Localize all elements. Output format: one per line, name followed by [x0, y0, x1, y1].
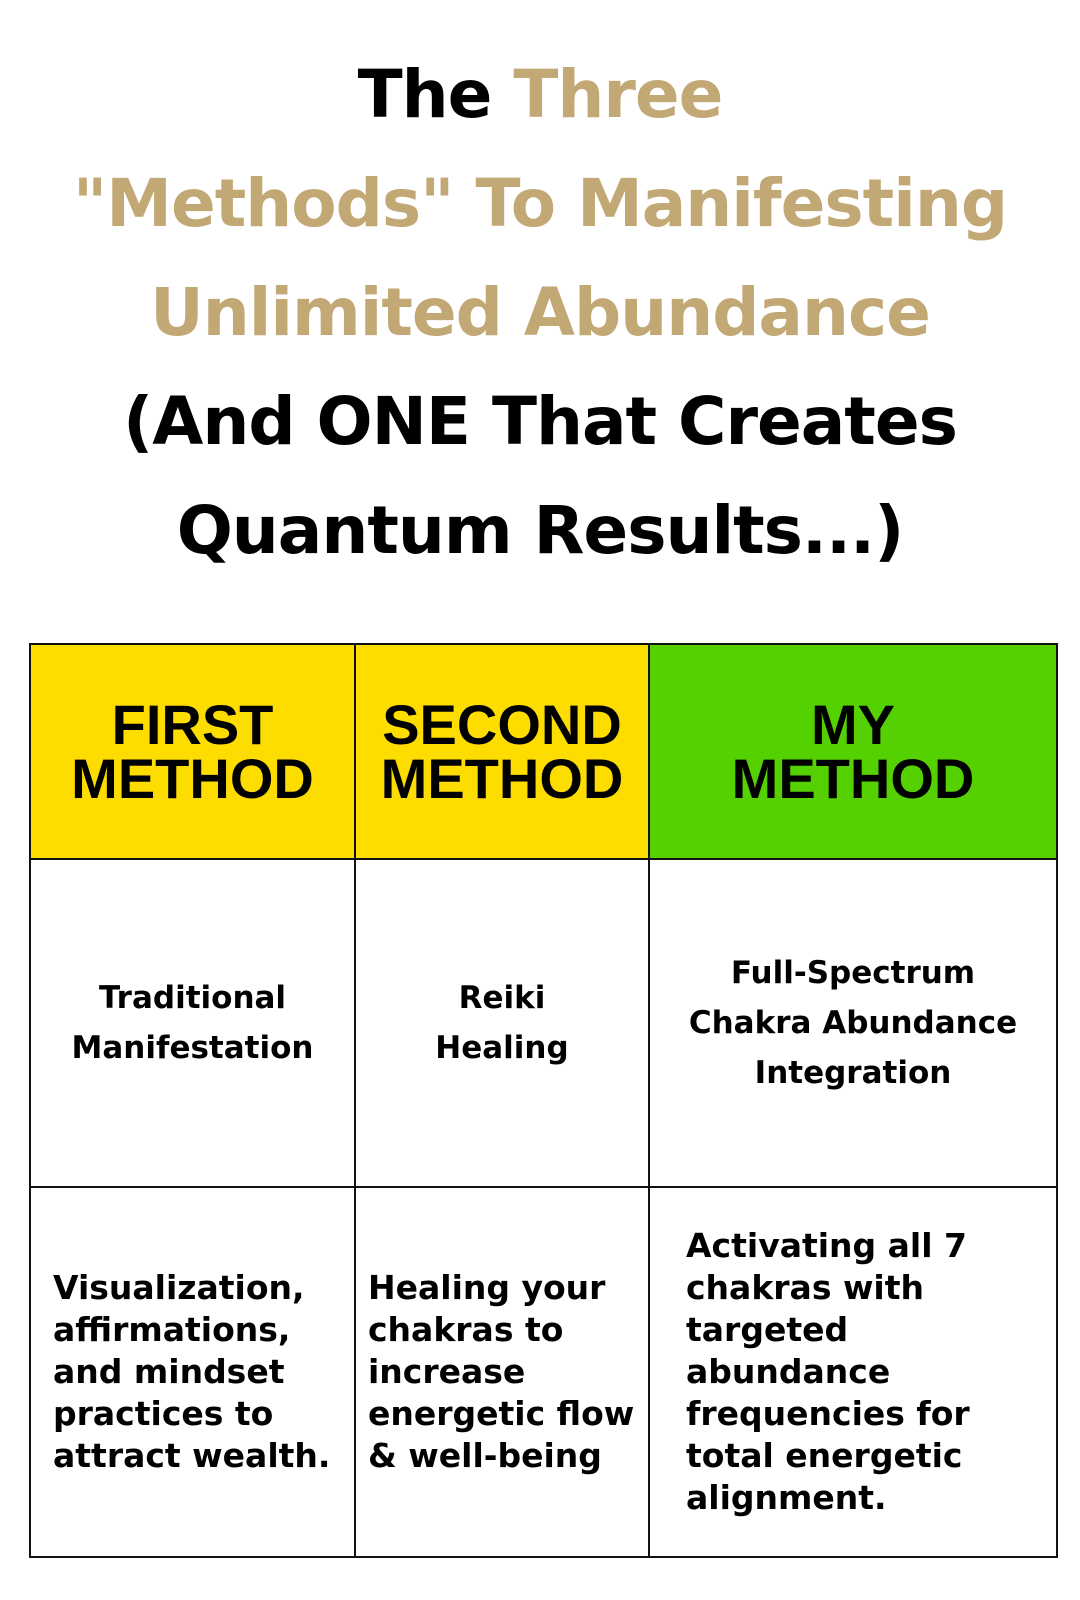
description-second: Healing your chakras to increase energet… — [354, 1186, 650, 1558]
title-line-5: Quantum Results...) — [176, 492, 905, 569]
description-first: Visualization, affirmations, and mindset… — [29, 1186, 356, 1558]
description-row: Visualization, affirmations, and mindset… — [29, 1186, 1058, 1558]
title-line-1: The Three — [357, 56, 724, 133]
title-line-3: Unlimited Abundance — [150, 274, 931, 351]
title-line-4: (And ONE That Creates — [123, 383, 958, 460]
description-mine: Activating all 7 chakras with targeted a… — [648, 1186, 1058, 1558]
title-line-2: "Methods" To Manifesting — [72, 165, 1008, 242]
page-title: The Three "Methods" To Manifesting Unlim… — [0, 40, 1080, 585]
